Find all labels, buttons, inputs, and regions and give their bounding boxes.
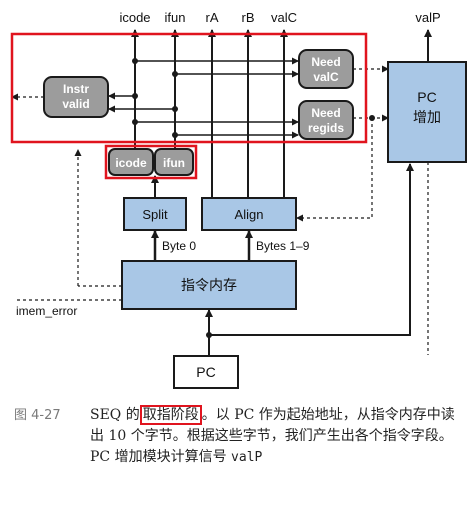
pc-increment-line1: PC [417, 89, 436, 105]
need-valc-block: Need valC [298, 49, 354, 89]
align-block-label: Align [235, 207, 264, 222]
split-block: Split [123, 197, 187, 231]
instruction-memory-label: 指令内存 [181, 278, 237, 294]
split-block-label: Split [142, 207, 168, 222]
need-regids-line2: regids [308, 121, 344, 135]
dashed-control-lines [11, 65, 429, 355]
control-buses [108, 57, 299, 139]
fetch-stage-diagram: icode ifun rA rB valC valP [10, 10, 467, 389]
pc-junction [206, 332, 212, 338]
instr-valid-line2: valid [62, 97, 89, 111]
need-valc-line1: Need [311, 55, 340, 69]
highlight-control-logic [10, 32, 368, 144]
signal-ifun-label: ifun [165, 10, 186, 25]
icode-block-label: icode [115, 156, 147, 170]
icode-block: icode [108, 148, 154, 176]
need-regids-line1: Need [311, 106, 340, 120]
instr-valid-block: Instr valid [43, 76, 109, 118]
byte-wires [151, 230, 253, 260]
bytes19-label: Bytes 1–9 [256, 239, 310, 253]
need-regids-block: Need regids [298, 100, 354, 140]
regids-junction [369, 115, 375, 121]
pc-increment-block: PC 增加 [387, 61, 467, 163]
highlight-icode-ifun [104, 144, 198, 180]
caption-highlight: 取指阶段 [139, 405, 202, 425]
signal-valp-label: valP [415, 10, 440, 25]
instruction-memory-block: 指令内存 [121, 260, 297, 310]
ifun-block: ifun [154, 148, 194, 176]
figure-number: 图 4-27 [14, 408, 61, 423]
caption-post: 。以 PC 作为起始地址，从指令内存中读出 10 个字节。根据这些字节，我们产生… [90, 407, 455, 465]
caption-body: SEQ 的取指阶段。以 PC 作为起始地址，从指令内存中读出 10 个字节。根据… [90, 405, 468, 468]
pc-increment-line2: 增加 [413, 110, 441, 126]
signal-ra-label: rA [206, 10, 219, 25]
signal-icode-label: icode [119, 10, 150, 25]
need-valc-line2: valC [313, 70, 339, 84]
signal-rb-label: rB [242, 10, 255, 25]
instr-valid-line1: Instr [63, 82, 89, 96]
pc-register-label: PC [196, 364, 215, 380]
bus-junctions [132, 58, 178, 138]
signal-valc-label: valC [271, 10, 297, 25]
imem-error-label: imem_error [16, 304, 77, 318]
byte0-label: Byte 0 [162, 239, 196, 253]
pc-wires [205, 163, 414, 355]
ifun-block-label: ifun [163, 156, 185, 170]
align-block: Align [201, 197, 297, 231]
caption-pre: SEQ 的 [90, 407, 140, 423]
caption-code: valP [231, 450, 263, 465]
pc-register-block: PC [173, 355, 239, 389]
